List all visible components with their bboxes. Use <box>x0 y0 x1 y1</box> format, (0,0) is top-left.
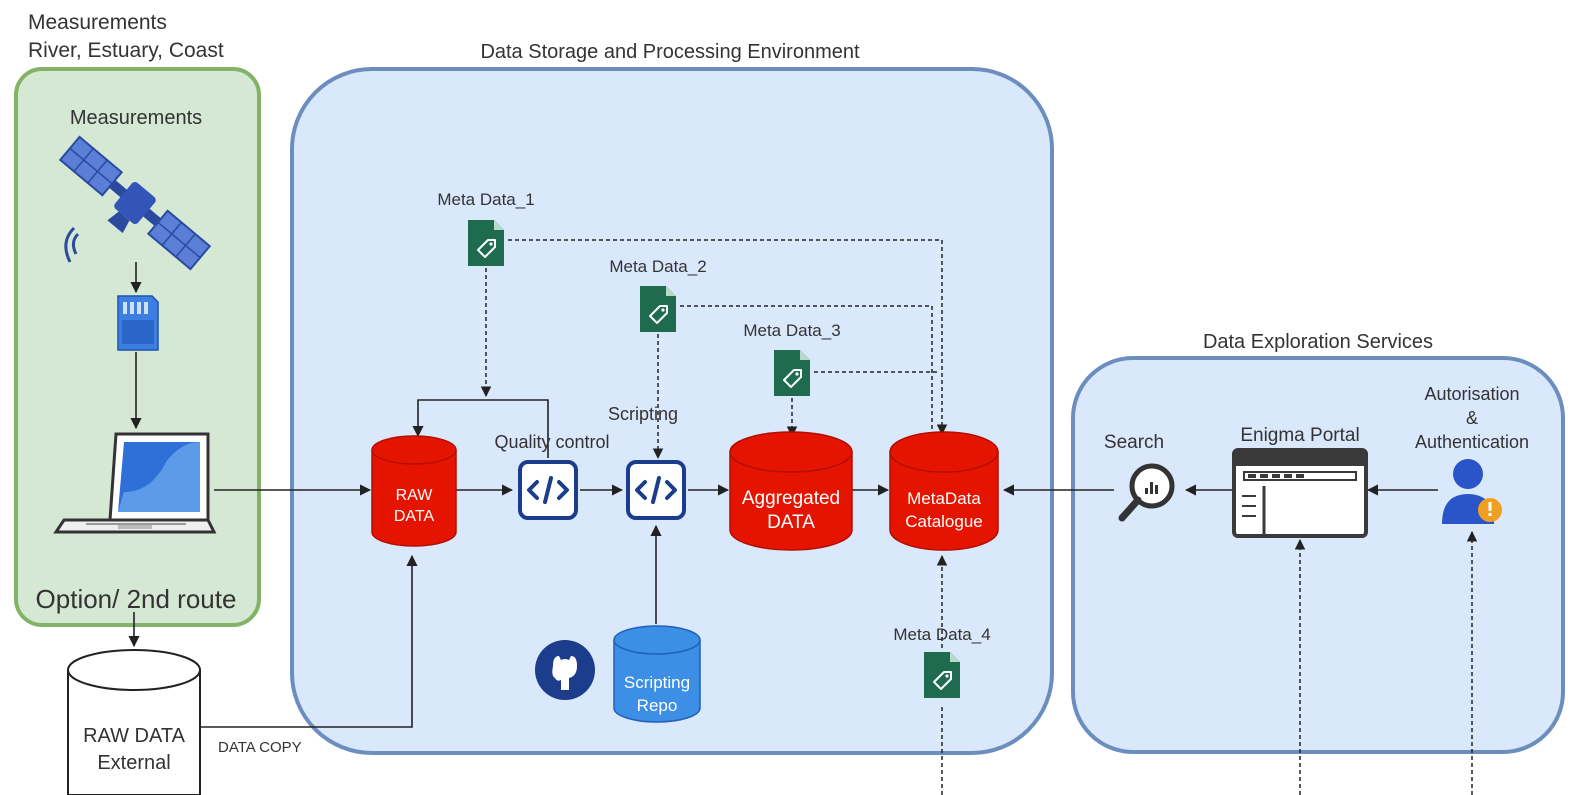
scripting-code-icon <box>626 460 686 520</box>
raw-data-external-database <box>67 649 201 795</box>
auth-label-line2: & <box>1466 408 1478 428</box>
aggregated-data-database <box>729 431 853 551</box>
md1-to-catalogue-link <box>508 239 948 436</box>
scripting-label: Scripting <box>608 404 678 424</box>
metadata-3-tag-document-icon <box>773 349 811 397</box>
auth-label-line1: Autorisation <box>1424 384 1519 404</box>
connectors <box>128 262 1438 728</box>
laptop-icon <box>53 432 217 534</box>
raw-data-external-label-line1: RAW DATA <box>83 725 186 747</box>
raw-data-label-line2: DATA <box>394 508 435 525</box>
satellite-icon <box>58 135 212 271</box>
auth-label-line3: Authentication <box>1415 432 1529 452</box>
scripting-repo-label-line2: Repo <box>637 696 678 715</box>
quality-loop-arrow <box>412 399 549 458</box>
sd-card-icon <box>117 295 159 351</box>
browser-window-icon <box>1232 448 1368 538</box>
md2-to-catalogue-link <box>680 305 933 434</box>
metadata-catalogue-database <box>889 431 999 551</box>
metadata-2-tag-document-icon <box>639 285 677 333</box>
storage-zone-title: Data Storage and Processing Environment <box>480 41 860 63</box>
measurements-zone-subtitle: River, Estuary, Coast <box>28 39 224 62</box>
metadata-3-label: Meta Data_3 <box>743 321 840 340</box>
metadata-links <box>480 239 1478 795</box>
quality-control-label: Quality control <box>494 432 609 452</box>
metadata-catalogue-label-line1: MetaData <box>907 489 981 508</box>
metadata-1-tag-document-icon <box>467 219 505 267</box>
metadata-4-tag-document-icon <box>923 651 961 699</box>
measurements-label: Measurements <box>70 107 202 129</box>
aggregated-data-label-line1: Aggregated <box>742 488 840 509</box>
raw-data-label-line1: RAW <box>396 487 434 504</box>
quality-control-code-icon <box>518 460 578 520</box>
data-copy-arrow <box>200 554 418 728</box>
scripting-repo-database <box>613 625 701 723</box>
data-copy-label: DATA COPY <box>218 739 302 756</box>
portal-label: Enigma Portal <box>1240 425 1359 446</box>
raw-data-external-label-line2: External <box>97 752 170 774</box>
exploration-zone-title: Data Exploration Services <box>1203 331 1433 353</box>
user-warning-icon <box>1442 459 1502 524</box>
github-icon <box>535 640 595 700</box>
metadata-2-label: Meta Data_2 <box>609 257 706 276</box>
exploration-zone <box>1071 356 1565 754</box>
option-route-label: Option/ 2nd route <box>36 584 237 614</box>
metadata-1-label: Meta Data_1 <box>437 190 534 209</box>
aggregated-data-label-line2: DATA <box>767 512 815 533</box>
raw-data-database <box>371 435 457 547</box>
search-label: Search <box>1104 432 1164 453</box>
metadata-catalogue-label-line2: Catalogue <box>905 512 983 531</box>
scripting-repo-label-line1: Scripting <box>624 673 690 692</box>
measurements-zone-title: Measurements <box>28 11 167 34</box>
metadata-4-label: Meta Data_4 <box>893 625 990 644</box>
magnifier-chart-icon <box>1118 463 1175 522</box>
